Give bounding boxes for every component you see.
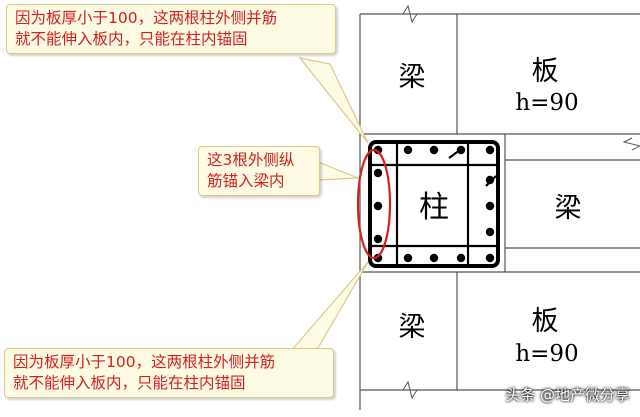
highlight-ellipse	[356, 148, 392, 260]
label-beam-right: 梁	[555, 193, 582, 224]
label-slab-bottom-thickness: h=90	[515, 341, 578, 367]
stirrup-outer	[368, 140, 500, 268]
label-slab-top-thickness: h=90	[515, 90, 578, 116]
callout-top-line1: 因为板厚小于100，这两根柱外侧并筋	[15, 9, 278, 27]
label-slab-bottom: 板	[532, 306, 559, 337]
rebar-dot	[485, 175, 495, 185]
rebar-dot	[456, 253, 466, 263]
rebar-dot	[456, 145, 466, 155]
callout-top-line2: 就不能伸入板内，只能在柱内锚固	[15, 30, 248, 48]
longitudinal-bars	[373, 145, 495, 263]
label-column: 柱	[419, 190, 449, 225]
rebar-dot	[485, 253, 495, 263]
callout-middle-line1: 这3根外侧纵	[207, 151, 295, 169]
rebar-dot	[373, 145, 383, 155]
pointer-bottom-callout	[288, 261, 369, 353]
label-beam-bottom: 梁	[399, 312, 426, 343]
rebar-dot	[429, 253, 439, 263]
callout-pointers	[288, 57, 369, 353]
rebar-dot	[403, 145, 413, 155]
rebar-dot	[485, 227, 495, 237]
watermark: 头条 @地产微分享	[505, 386, 630, 404]
callout-bottom: 因为板厚小于100，这两根柱外侧并筋 就不能伸入板内，只能在柱内锚固	[4, 348, 334, 398]
pointer-top-callout	[298, 57, 369, 144]
callout-bottom-line2: 就不能伸入板内，只能在柱内锚固	[13, 374, 246, 392]
callout-bottom-line1: 因为板厚小于100，这两根柱外侧并筋	[13, 353, 276, 371]
label-slab-top: 板	[532, 56, 559, 87]
region-labels: 梁 板 h=90 柱 梁 梁 板 h=90	[399, 56, 582, 367]
label-beam-top: 梁	[399, 62, 426, 93]
rebar-dot	[373, 201, 383, 211]
rebar-dot	[373, 253, 383, 263]
callout-middle-line2: 筋锚入梁内	[207, 172, 285, 190]
pointer-middle-callout	[317, 161, 359, 181]
rebar-dot	[429, 145, 439, 155]
rebar-dot	[485, 201, 495, 211]
break-marks	[402, 4, 640, 400]
callout-top: 因为板厚小于100，这两根柱外侧并筋 就不能伸入板内，只能在柱内锚固	[6, 4, 336, 54]
rebar-dot	[373, 168, 383, 178]
callout-middle: 这3根外侧纵 筋锚入梁内	[198, 146, 320, 196]
column-rebar-cage	[368, 140, 500, 268]
break-mark-bottom	[402, 380, 418, 400]
rebar-dot	[485, 145, 495, 155]
grid-lines	[359, 13, 640, 410]
break-mark-right	[622, 137, 640, 151]
break-mark-top	[402, 4, 418, 24]
rebar-dot	[403, 253, 413, 263]
rebar-dot	[373, 234, 383, 244]
